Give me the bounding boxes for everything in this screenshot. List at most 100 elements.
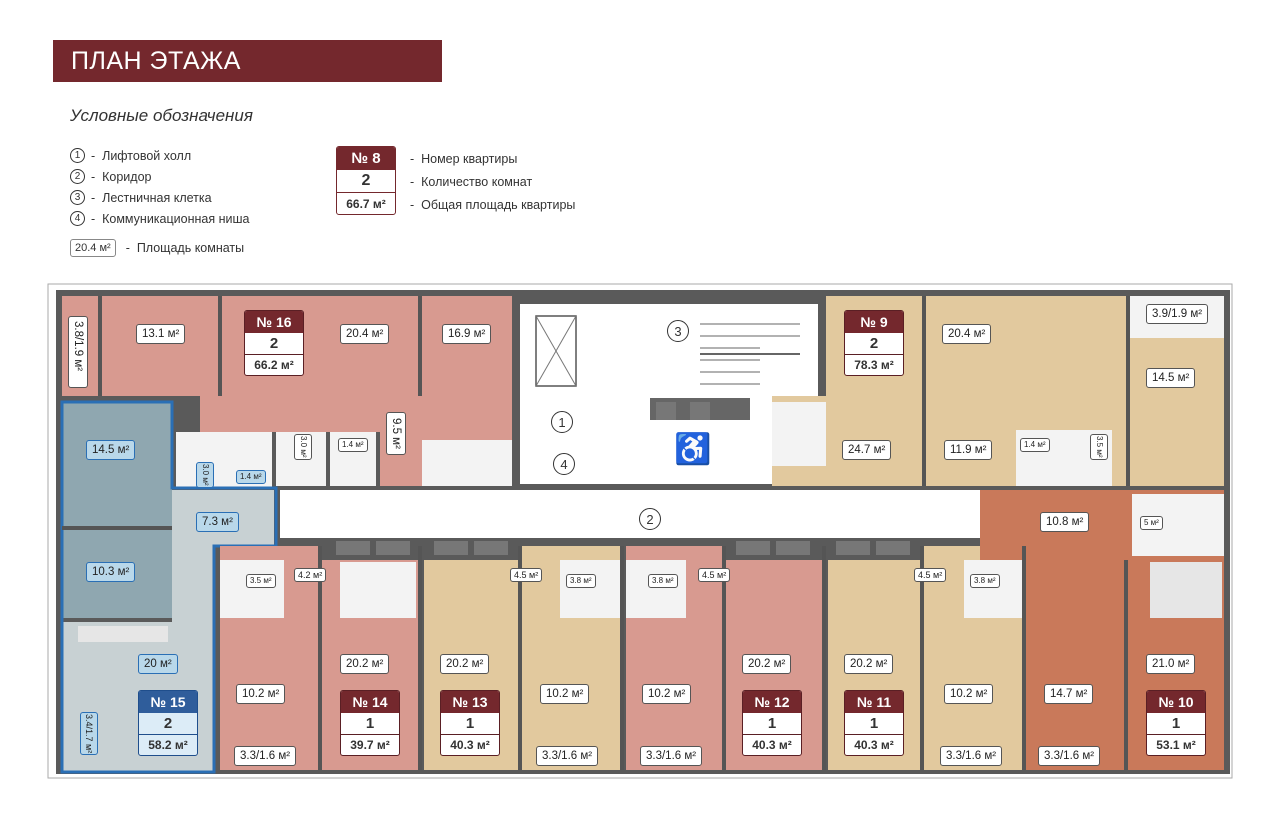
- apt-rooms: 2: [245, 333, 303, 355]
- apt-15-kitchen-counter: [78, 626, 168, 642]
- apt-12-bathroom: [626, 560, 686, 618]
- apt-16-wc-1-area: 3.0 м²: [294, 434, 312, 460]
- apt-13-card[interactable]: № 13 1 40.3 м²: [440, 690, 500, 756]
- legend-label: Площадь комнаты: [136, 241, 245, 255]
- apt-10-card[interactable]: № 10 1 53.1 м²: [1146, 690, 1206, 756]
- apt-13-bathroom: [560, 560, 620, 618]
- apt-15-hall-area: 7.3 м²: [196, 512, 239, 532]
- area-chip-example: 20.4 м²: [70, 239, 116, 257]
- apt-11-wc-area: 3.8 м²: [970, 574, 1000, 588]
- page-title: ПЛАН ЭТАЖА: [71, 47, 241, 75]
- apt-15-wc-1-area: 3.0 м²: [196, 462, 214, 488]
- apt-area: 40.3 м²: [450, 738, 490, 752]
- apt-14-bathroom: [220, 560, 284, 618]
- apt-area: 53.1 м²: [1156, 738, 1196, 752]
- apt-11-hall-area: 4.5 м²: [914, 568, 947, 582]
- apt-12-room-area: 10.2 м²: [642, 684, 692, 704]
- corridor: [280, 490, 984, 538]
- apt-15-bathroom-area: 3.4/1.7 м²: [80, 712, 98, 756]
- apt-number: № 13: [441, 691, 499, 713]
- apt-15-wc-2-area: 1.4 м²: [236, 470, 266, 484]
- apt-11-kitchen-area: 20.2 м²: [844, 654, 894, 674]
- apt-15-room-2-area: 10.3 м²: [86, 562, 136, 582]
- apt-13-hall-area: 4.5 м²: [510, 568, 543, 582]
- apt-13-room-area: 10.2 м²: [540, 684, 590, 704]
- apt-number: № 12: [743, 691, 801, 713]
- apt-15-room-1[interactable]: [62, 402, 172, 526]
- legend-item-room-area: 20.4 м²- Площадь комнаты: [70, 239, 244, 257]
- apt-9-room-1-area: 20.4 м²: [942, 324, 992, 344]
- apt-number: № 14: [341, 691, 399, 713]
- apt-12-card[interactable]: № 12 1 40.3 м²: [742, 690, 802, 756]
- apt-number: № 10: [1147, 691, 1205, 713]
- legend-title: Условные обозначения: [70, 106, 253, 125]
- facade-outline: [47, 283, 1233, 779]
- apt-rooms: 1: [341, 713, 399, 735]
- elevator-cross: [535, 315, 577, 387]
- apt-9-hall-area: 11.9 м²: [944, 440, 993, 460]
- wheelchair-icon: ♿: [674, 433, 712, 466]
- legend-number: 3: [70, 190, 85, 205]
- apt-16-card[interactable]: № 16 2 66.2 м²: [244, 310, 304, 376]
- apt-14-bathroom-area: 3.3/1.6 м²: [234, 746, 297, 766]
- legend-number: 1: [70, 148, 85, 163]
- apt-16-kitchen-counter: [422, 440, 512, 486]
- apt-area: 78.3 м²: [854, 358, 894, 372]
- facade-windows: [336, 402, 910, 555]
- apt-number: № 16: [245, 311, 303, 333]
- apt-rooms: 2: [139, 713, 197, 735]
- apt-number: № 15: [139, 691, 197, 713]
- apt-10-room[interactable]: [1026, 560, 1124, 770]
- apt-9-room-2-area: 14.5 м²: [1146, 368, 1196, 388]
- apt-14-card[interactable]: № 14 1 39.7 м²: [340, 690, 400, 756]
- apt-10-room-area: 14.7 м²: [1044, 684, 1094, 704]
- apt-area: 66.2 м²: [254, 358, 294, 372]
- page-title-banner: ПЛАН ЭТАЖА: [53, 40, 442, 82]
- apt-11-room-area: 10.2 м²: [944, 684, 994, 704]
- legend-label: Лифтовой холл: [102, 148, 192, 163]
- stair-steps: [700, 323, 800, 385]
- apt-11-bathroom-area: 3.3/1.6 м²: [940, 746, 1003, 766]
- apt-12-bathroom-area: 3.3/1.6 м²: [640, 746, 703, 766]
- apt-14-kitchen-area: 20.2 м²: [340, 654, 390, 674]
- apt-area: 40.3 м²: [854, 738, 894, 752]
- apt-16-kitchen-area: 16.9 м²: [442, 324, 492, 344]
- apt-11-bathroom: [964, 560, 1022, 618]
- apt-16-hall-area: 9.5 м²: [386, 412, 406, 455]
- apt-15-card[interactable]: № 15 2 58.2 м²: [138, 690, 198, 756]
- apt-rooms: 1: [1147, 713, 1205, 735]
- key-desc-text: Количество комнат: [421, 175, 533, 189]
- key-desc-number: - Номер квартиры: [410, 152, 518, 166]
- apt-9-wc-1-area: 1.4 м²: [1020, 438, 1050, 452]
- legend-item-niche: 4- Коммуникационная ниша: [70, 211, 249, 226]
- apt-area: 39.7 м²: [350, 738, 390, 752]
- apt-rooms: 2: [845, 333, 903, 355]
- apt-13-kitchen-area: 20.2 м²: [440, 654, 490, 674]
- apt-14-hall-area: 4.2 м²: [294, 568, 327, 582]
- apt-10-room-1-area: 10.8 м²: [1040, 512, 1090, 532]
- key-desc-area: - Общая площадь квартиры: [410, 198, 576, 212]
- apt-area: 58.2 м²: [148, 738, 188, 752]
- apt-13-wc-area: 3.8 м²: [566, 574, 596, 588]
- apt-9-wc-2-area: 3.5 м²: [1090, 434, 1108, 460]
- apt-14-wc-area: 3.5 м²: [246, 574, 276, 588]
- apt-11-card[interactable]: № 11 1 40.3 м²: [844, 690, 904, 756]
- apt-number: № 9: [845, 311, 903, 333]
- legend-key-card: № 8 2 66.7 м²: [336, 146, 396, 215]
- apt-rooms: 1: [845, 713, 903, 735]
- apt-9-bathroom-area: 3.9/1.9 м²: [1146, 304, 1209, 324]
- key-card-number: № 8: [337, 147, 395, 170]
- legend-item-corridor: 2- Коридор: [70, 169, 151, 184]
- apt-rooms: 1: [743, 713, 801, 735]
- apt-9-card[interactable]: № 9 2 78.3 м²: [844, 310, 904, 376]
- legend-label: Коммуникационная ниша: [102, 211, 250, 226]
- apt-9-kitchen-counter: [772, 402, 826, 466]
- apt-number: № 11: [845, 691, 903, 713]
- apt-15-hall-lower[interactable]: [172, 546, 214, 622]
- apt-12-hall-area: 4.5 м²: [698, 568, 731, 582]
- marker-stairs: 3: [667, 320, 689, 342]
- apt-10-bathroom-area: 3.3/1.6 м²: [1038, 746, 1101, 766]
- apt-9-kitchen-area: 24.7 м²: [842, 440, 892, 460]
- legend-label: Лестничная клетка: [102, 190, 212, 205]
- apt-10-kitchen-area: 21.0 м²: [1146, 654, 1196, 674]
